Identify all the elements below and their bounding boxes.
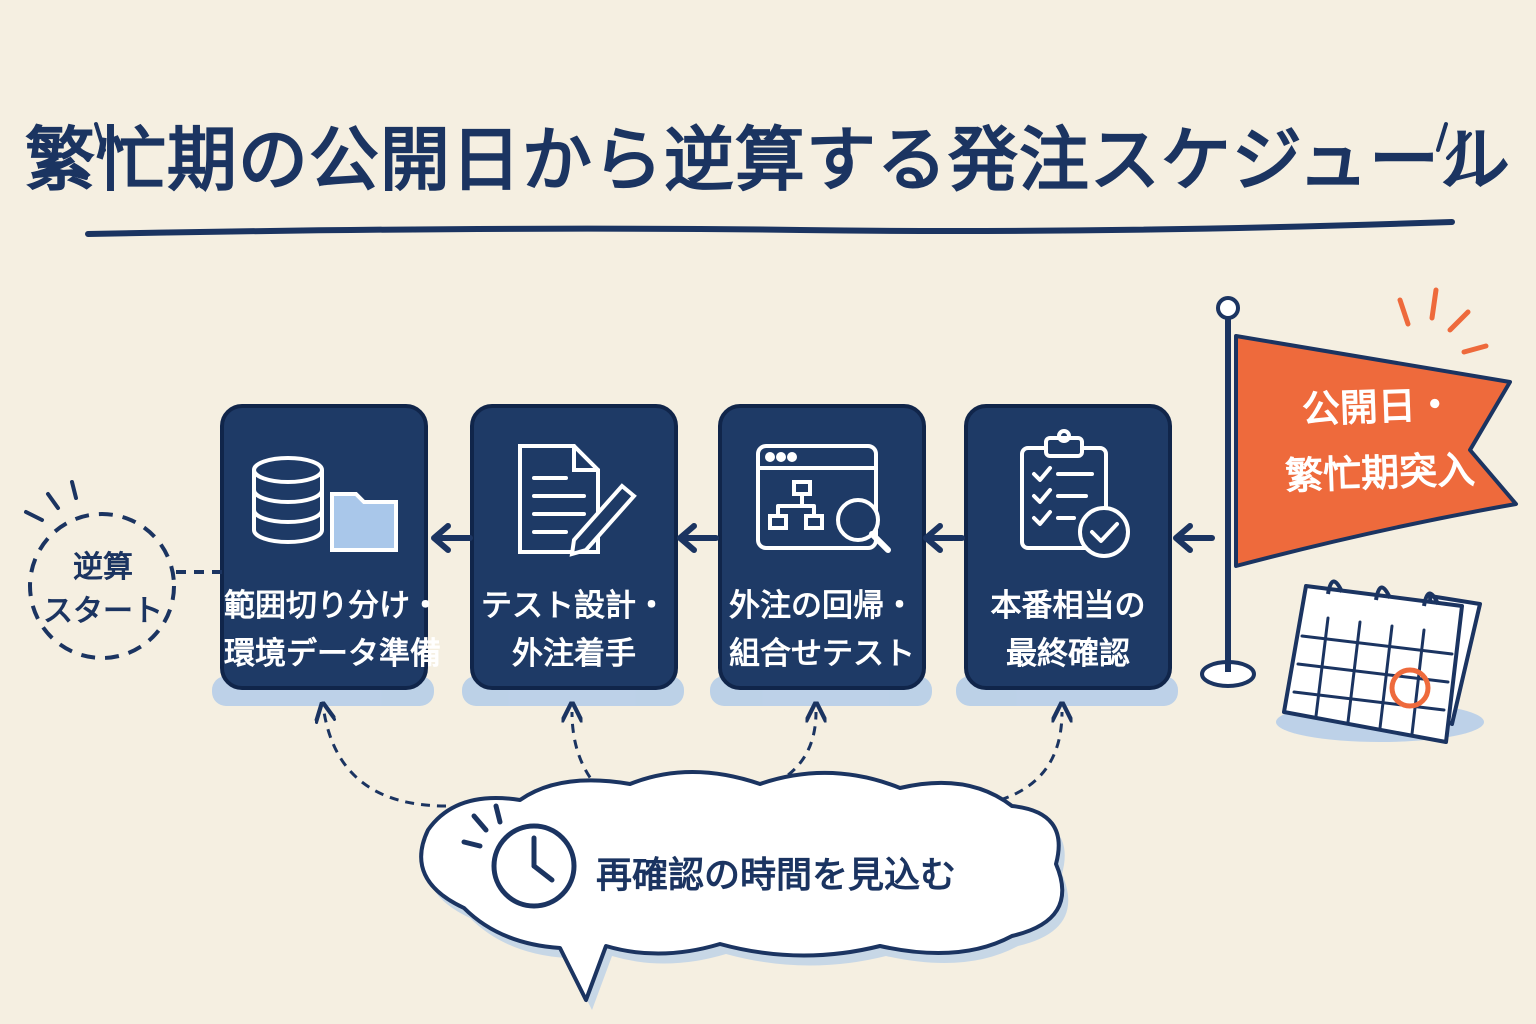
clipboard-check-icon: [1020, 429, 1130, 558]
step-2-label: テスト設計・ 外注着手: [474, 582, 674, 678]
database-folder-icon: [252, 456, 398, 552]
calendar-icon: [1276, 579, 1484, 744]
speech-bubble: [419, 770, 1069, 1010]
title-underline: [85, 219, 1455, 237]
step-3-line2: 組合せテスト: [729, 636, 915, 672]
flow-arrows: [431, 523, 1215, 553]
start-label-line1: 逆算: [73, 550, 133, 585]
step-3-line1: 外注の回帰・: [729, 588, 915, 624]
flag-label-line1: 公開日・: [1301, 382, 1455, 432]
step-2-line1: テスト設計・: [481, 588, 667, 624]
step-1-line2: 環境データ準備: [224, 636, 441, 672]
flag-label: 公開日・ 繁忙期突入: [1242, 369, 1516, 510]
step-4-line1: 本番相当の: [990, 588, 1146, 624]
page-title: 繁忙期の公開日から逆算する発注スケジュール: [24, 119, 1512, 201]
step-4-label: 本番相当の 最終確認: [968, 582, 1168, 678]
start-label: 逆算 スタート: [28, 546, 178, 634]
title-decoration-left: [54, 122, 106, 180]
flowchart-magnifier-icon: [756, 444, 891, 553]
start-circle: [24, 480, 222, 660]
start-label-line2: スタート: [43, 594, 163, 629]
flag-icon: [1200, 287, 1518, 688]
step-card-1: [220, 404, 428, 690]
title-decoration-right: [1436, 122, 1484, 182]
step-1-label: 範囲切り分け・ 環境データ準備: [224, 582, 441, 678]
step-1-line1: 範囲切り分け・: [224, 588, 441, 624]
clock-icon: [461, 803, 577, 909]
step-3-label: 外注の回帰・ 組合せテスト: [722, 582, 922, 678]
document-pencil-icon: [518, 444, 637, 557]
step-4-line2: 最終確認: [1006, 636, 1130, 672]
step-2-line2: 外注着手: [512, 636, 636, 672]
flag-label-line2: 繁忙期突入: [1284, 447, 1476, 499]
bubble-text: 再確認の時間を見込む: [596, 855, 957, 896]
